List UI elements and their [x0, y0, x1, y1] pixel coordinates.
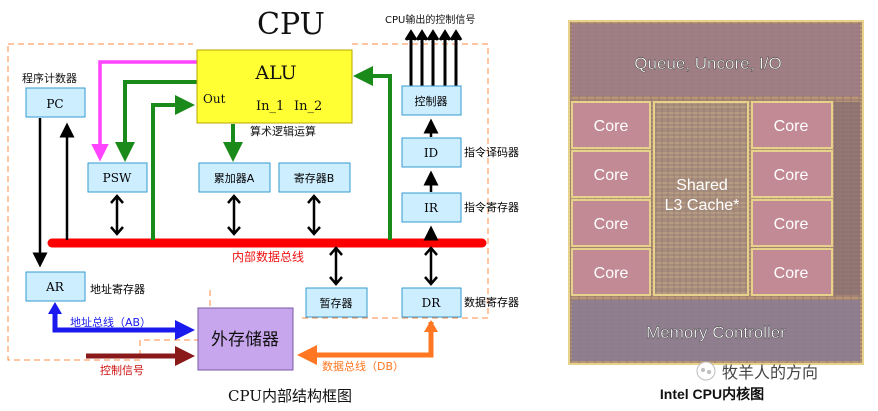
data-bus-label: 数据总线（DB） — [322, 359, 404, 373]
ar-box — [25, 271, 86, 302]
dr-label: DR — [422, 296, 442, 310]
alu-label: ALU — [254, 62, 296, 84]
core-label: Core — [594, 265, 629, 282]
alu-desc: 算术逻辑运算 — [250, 124, 316, 138]
address-bus-label: 地址总线（AB） — [70, 315, 151, 329]
core-label: Core — [774, 118, 809, 135]
core-label: Core — [594, 216, 629, 233]
controller-box — [401, 85, 462, 116]
core-label: Core — [774, 167, 809, 184]
core-label: Core — [774, 216, 809, 233]
regb-bus-link — [307, 194, 321, 236]
accumulator-a-label: 累加器A — [214, 172, 255, 185]
external-memory-label: 外存储器 — [211, 330, 279, 350]
pc-box — [25, 87, 86, 118]
address-bus-up-head — [48, 302, 62, 314]
core-label: Core — [774, 265, 809, 282]
left-caption: CPU内部结构框图 — [228, 387, 352, 405]
shared-cache-label-line2: L3 Cache* — [665, 197, 740, 214]
ar-label: AR — [45, 280, 65, 294]
left-cores — [571, 101, 651, 296]
temp-register-label: 暂存器 — [320, 296, 353, 310]
dr-box — [401, 287, 462, 318]
core-label: Core — [594, 118, 629, 135]
shared-l3-cache-region — [653, 101, 749, 296]
psw-bus-link — [110, 194, 124, 236]
bus-to-alu-in2 — [353, 66, 392, 240]
alu-out-to-psw — [115, 80, 197, 162]
control-output-lines — [404, 29, 463, 86]
control-signal-label: 控制信号 — [100, 363, 144, 377]
alu-out-label: Out — [203, 92, 226, 106]
right-caption: Intel CPU内核图 — [660, 386, 764, 402]
intel-die-diagram: Queue, Uncore, I/O Core Core Core Core C… — [568, 20, 864, 402]
ir-desc: 指令寄存器 — [464, 200, 519, 214]
watermark-text: 牧羊人的方向 — [722, 363, 818, 382]
id-box — [401, 137, 462, 168]
watermark: 牧羊人的方向 — [696, 361, 818, 382]
bus-to-alu-in — [151, 95, 195, 240]
alu-flag-to-psw — [91, 60, 197, 162]
accumulator-a-box — [198, 162, 271, 193]
ir-label: IR — [424, 201, 439, 215]
id-label: ID — [424, 146, 438, 160]
pc-label: PC — [46, 97, 63, 111]
alu-in1-label: In_1 — [256, 99, 284, 114]
core-label: Core — [594, 167, 629, 184]
cpu-structure-diagram: CPU 内部数据总线 ALU Out In_1 In_2 算术逻辑运算 程序计数… — [7, 7, 519, 405]
cpu-title: CPU — [257, 7, 325, 42]
memory-controller-region — [572, 300, 860, 361]
watermark-logo-icon — [696, 361, 716, 381]
id-desc: 指令译码器 — [464, 145, 519, 159]
psw-label: PSW — [103, 171, 132, 185]
data-bus-arrow — [297, 322, 434, 365]
pc-desc: 程序计数器 — [22, 71, 77, 85]
ir-box — [401, 192, 462, 223]
external-memory-box — [197, 307, 294, 371]
shared-cache-label-line1: Shared — [676, 177, 728, 194]
temp-bus-link — [329, 246, 343, 286]
controller-label: 控制器 — [415, 94, 448, 108]
control-output-label: CPU输出的控制信号 — [385, 13, 475, 26]
register-b-label: 寄存器B — [294, 171, 335, 185]
memory-controller-label: Memory Controller — [646, 323, 786, 342]
queue-uncore-label: Queue, Uncore, I/O — [634, 54, 781, 73]
dr-desc: 数据寄存器 — [464, 295, 519, 309]
temp-register-box — [305, 287, 368, 318]
dr-bus-link — [424, 246, 438, 286]
register-b-box — [278, 162, 351, 193]
right-cores — [751, 101, 833, 296]
psw-box — [87, 162, 148, 193]
queue-uncore-region — [572, 24, 860, 96]
alu-box — [196, 49, 353, 124]
alu-in2-label: In_2 — [294, 99, 322, 114]
acc-bus-link — [227, 194, 241, 236]
internal-bus-label: 内部数据总线 — [232, 249, 304, 264]
ar-desc: 地址寄存器 — [90, 282, 145, 296]
data-bus-up-head — [424, 320, 438, 332]
